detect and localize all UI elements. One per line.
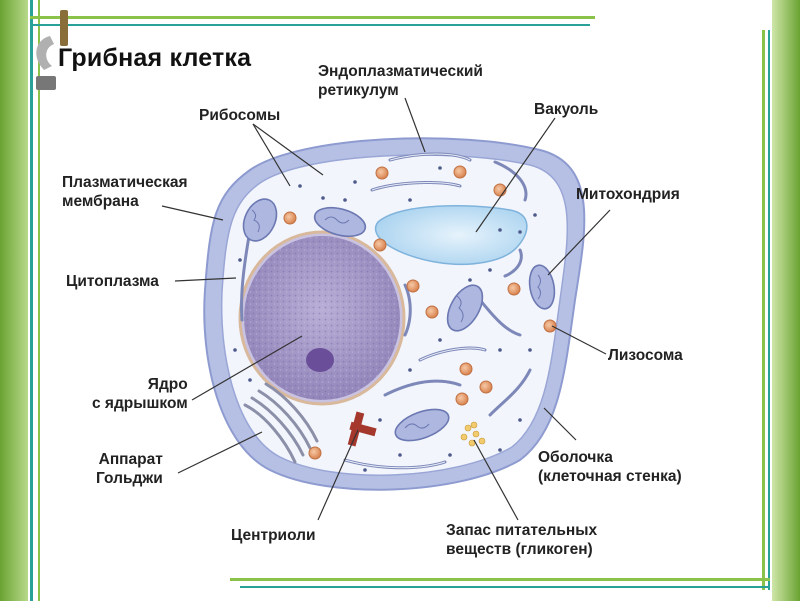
centriole	[347, 411, 377, 447]
label-vacuole: Вакуоль	[534, 101, 599, 118]
golgi-apparatus	[243, 382, 319, 464]
label-cytoplasm: Цитоплазма	[66, 273, 159, 290]
vacuole	[374, 205, 528, 265]
microscope-logo	[36, 10, 68, 90]
nucleolus	[306, 348, 334, 372]
page-title: Грибная клетка	[58, 44, 252, 72]
label-lysosome: Лизосома	[608, 347, 683, 364]
label-cell-wall: Оболочка(клеточная стенка)	[538, 449, 682, 485]
label-mitochondria: Митохондрия	[576, 186, 680, 203]
label-ribosomes: Рибосомы	[199, 107, 281, 124]
lysosomes	[283, 165, 557, 460]
ribosomes	[233, 166, 537, 472]
label-centrioles: Центриоли	[231, 527, 316, 544]
